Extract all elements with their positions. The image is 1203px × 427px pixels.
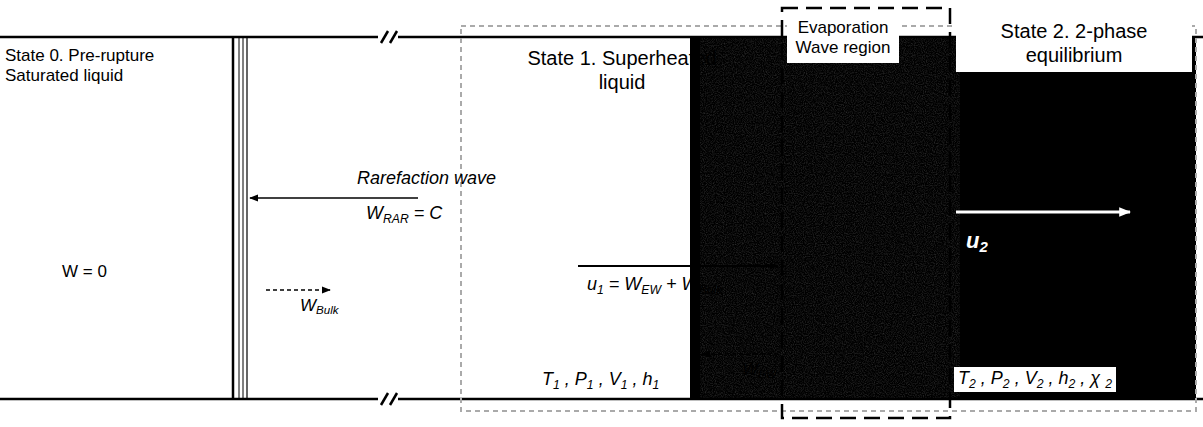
ew-arrow (702, 353, 778, 354)
evaporation-wave-box (782, 8, 950, 418)
u2-arrow (956, 211, 1130, 214)
subscript: 1 (597, 283, 604, 297)
state-title-box: State 2. 2-phase equilibrium (956, 14, 1192, 72)
wave-speed: WRAR = C (366, 203, 442, 226)
wave-label: Rarefaction wave (357, 168, 496, 190)
label-text: , χ (1075, 368, 1105, 388)
subscript: RAR (383, 212, 409, 226)
u1-arrow (578, 265, 778, 267)
velocity-label: u2 (966, 228, 988, 256)
node-text: State 2. 2-phase equilibrium (961, 19, 1187, 67)
state-properties: T1 , P1 , V1 , h1 (542, 369, 659, 392)
label-text: T (542, 369, 553, 389)
rarefaction-front (233, 37, 247, 399)
control-volume (461, 26, 1196, 411)
subscript: 2 (1037, 377, 1044, 391)
velocity-label: WBulk (300, 296, 339, 318)
label-text: State 1. Superheated liquid (527, 47, 716, 93)
state-properties: T2 , P2 , V2 , h2 , χ 2 (954, 367, 1116, 392)
two-phase-region (960, 38, 1196, 399)
velocity-label: WEW (742, 360, 777, 382)
subscript: 1 (587, 378, 594, 392)
pipe-wall (398, 398, 1203, 401)
rarefaction-arrow (250, 197, 418, 199)
label-text: T (958, 368, 969, 388)
label-text: = C (409, 203, 443, 223)
label-text: , P (560, 369, 587, 389)
label-text: , V (1010, 368, 1037, 388)
label-text: W = 0 (62, 262, 107, 281)
label-text: u (587, 274, 597, 294)
state-label: State 1. Superheated liquid (527, 46, 717, 94)
label-text: , P (976, 368, 1003, 388)
label-text: , V (594, 369, 621, 389)
subscript: 2 (1068, 377, 1075, 391)
subscript: 2 (969, 377, 976, 391)
subscript: 1 (652, 378, 659, 392)
label-text: Rarefaction wave (357, 168, 496, 188)
evaporation-gradient (690, 38, 1196, 399)
bulk-arrow (266, 289, 330, 290)
label-text: = W (604, 274, 642, 294)
label-text: W (366, 203, 383, 223)
label-text: , h (1043, 368, 1068, 388)
node-text: Evaporation Wave region (791, 18, 895, 59)
evaporation-speckle (700, 38, 960, 399)
pipe-wall (0, 36, 378, 39)
subscript: Bulk (699, 283, 723, 297)
subscript: 1 (621, 378, 628, 392)
subscript: Bulk (316, 304, 338, 316)
label-text: W (742, 360, 758, 379)
subscript: 2 (1003, 377, 1010, 391)
label-text: W (300, 296, 316, 315)
label-text: u (966, 228, 979, 253)
subscript: 2 (1105, 377, 1112, 391)
subscript: 1 (553, 378, 560, 392)
pipe-wall (0, 398, 378, 401)
label-text: , h (627, 369, 652, 389)
velocity-label: W = 0 (62, 262, 107, 282)
subscript: 2 (979, 238, 987, 255)
subscript: EW (641, 283, 661, 297)
label-text: + W (661, 274, 699, 294)
subscript: EW (758, 368, 777, 380)
label-text: State 0. Pre-rupture Saturated liquid (5, 46, 154, 85)
state-label: State 0. Pre-rupture Saturated liquid (5, 46, 215, 87)
region-title-box: Evaporation Wave region (787, 14, 899, 63)
velocity-equation: u1 = WEW + WBulk (587, 274, 722, 297)
